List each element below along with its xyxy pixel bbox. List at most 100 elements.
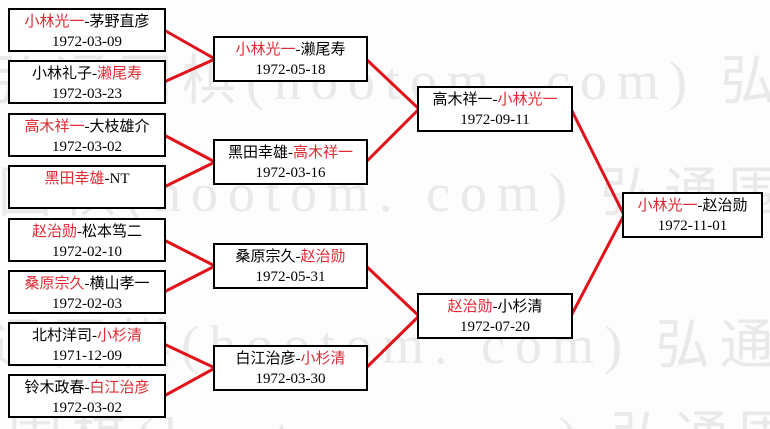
separator: -	[92, 66, 97, 82]
separator: -	[295, 249, 301, 265]
connector-line	[364, 264, 421, 318]
separator: -	[288, 145, 293, 161]
player-name: 赵治勋	[447, 299, 493, 315]
player-name: 小杉清	[97, 328, 143, 344]
match-date: 1972-05-31	[255, 269, 326, 285]
match-date: 1972-02-03	[52, 296, 122, 312]
match-names: 黑田幸雄-NT	[10, 169, 164, 189]
match-box-13: 赵治勋-小杉清 1972-07-20	[417, 293, 573, 339]
player-name: 小林光一	[235, 42, 296, 58]
separator: -	[697, 198, 703, 214]
player-name: 白江治彦	[235, 351, 296, 367]
player-name: 高木祥一	[24, 119, 85, 135]
separator: -	[295, 351, 301, 367]
match-date: 1972-03-02	[52, 400, 122, 416]
match-box-final: 小林光一-赵治勋 1972-11-01	[622, 192, 763, 238]
match-names: 高木祥一-小林光一	[419, 90, 571, 110]
player-name: 桑原宗久	[235, 249, 296, 265]
match-names: 桑原宗久-赵治勋	[215, 247, 366, 267]
player-name: 茅野直彦	[89, 14, 150, 30]
match-date: 1971-12-09	[52, 348, 122, 364]
connector-line	[163, 366, 216, 398]
watermark-text: 弘通围棋(hootom. com) 弘通围棋(hootom. com) 弘通围棋…	[0, 392, 770, 429]
match-box-10: 桑原宗久-赵治勋 1972-05-31	[213, 243, 368, 289]
match-date: 1972-03-23	[52, 86, 122, 102]
match-date: 1972-02-10	[52, 244, 122, 260]
player-name: 赵治勋	[31, 224, 77, 240]
player-name: 赵治勋	[702, 198, 748, 214]
match-names: 赵治勋-小杉清	[419, 297, 571, 317]
connector-line	[364, 107, 421, 164]
separator: -	[92, 328, 97, 344]
player-name: 白江治彦	[89, 380, 150, 396]
match-date: 1972-03-02	[52, 139, 122, 155]
match-names: 小林光一-濑尾寿	[215, 40, 366, 60]
player-name: 桑原宗久	[24, 276, 85, 292]
match-box-4: 赵治勋-松本笃二 1972-02-10	[8, 218, 166, 262]
separator: -	[84, 14, 90, 30]
match-date: 1972-07-20	[460, 319, 530, 335]
match-box-5: 桑原宗久-横山孝一 1972-02-03	[8, 270, 166, 314]
separator: -	[77, 224, 82, 240]
match-date: 1972-09-11	[460, 112, 530, 128]
match-names: 北村洋司-小杉清	[10, 326, 164, 346]
player-name: 高木祥一	[432, 92, 493, 108]
player-name: 赵治勋	[300, 249, 346, 265]
match-box-8: 小林光一-濑尾寿 1972-05-18	[213, 36, 368, 82]
connector-line	[569, 108, 626, 216]
player-name: 濑尾寿	[300, 42, 346, 58]
player-name: 北村洋司	[31, 328, 92, 344]
player-name: 小林礼子	[31, 66, 92, 82]
player-name: 小林光一	[637, 198, 698, 214]
connector-line	[163, 160, 216, 189]
connector-line	[163, 133, 216, 164]
connector-line	[163, 238, 216, 268]
player-name: 小杉清	[300, 351, 346, 367]
player-name: NT	[109, 171, 130, 187]
player-name: 小林光一	[497, 92, 558, 108]
match-box-12: 高木祥一-小林光一 1972-09-11	[417, 86, 573, 132]
match-date: 1972-03-16	[255, 165, 326, 181]
match-box-0: 小林光一-茅野直彦 1972-03-09	[8, 8, 166, 52]
match-names: 高木祥一-大枝雄介	[10, 117, 164, 137]
connector-line	[569, 214, 626, 317]
match-names: 铃木政春-白江治彦	[10, 378, 164, 398]
match-box-9: 黑田幸雄-高木祥一 1972-03-16	[213, 139, 368, 185]
match-date: 1972-05-18	[255, 62, 326, 78]
match-names: 黑田幸雄-高木祥一	[215, 143, 366, 163]
player-name: 黑田幸雄	[227, 145, 288, 161]
connector-line	[163, 264, 216, 294]
match-box-11: 白江治彦-小杉清 1972-03-30	[213, 345, 368, 391]
match-date: 1972-03-09	[52, 34, 122, 50]
connector-line	[364, 314, 421, 370]
match-names: 小林光一-赵治勋	[624, 196, 761, 216]
player-name: 小林光一	[24, 14, 85, 30]
connector-line	[163, 57, 216, 84]
match-date	[10, 189, 164, 209]
connector-line	[163, 28, 216, 61]
match-names: 赵治勋-松本笃二	[10, 222, 164, 242]
match-box-6: 北村洋司-小杉清 1971-12-09	[8, 322, 166, 366]
separator: -	[492, 299, 498, 315]
player-name: 黑田幸雄	[44, 171, 105, 187]
separator: -	[84, 119, 90, 135]
player-name: 高木祥一	[293, 145, 354, 161]
player-name: 铃木政春	[24, 380, 85, 396]
match-box-2: 高木祥一-大枝雄介 1972-03-02	[8, 113, 166, 157]
match-names: 桑原宗久-横山孝一	[10, 274, 164, 294]
match-box-7: 铃木政春-白江治彦 1972-03-02	[8, 374, 166, 418]
match-box-1: 小林礼子-濑尾寿 1972-03-23	[8, 60, 166, 104]
separator: -	[84, 276, 90, 292]
player-name: 松本笃二	[82, 224, 143, 240]
player-name: 大枝雄介	[89, 119, 150, 135]
connector-line	[163, 342, 216, 370]
match-names: 小林礼子-濑尾寿	[10, 64, 164, 84]
separator: -	[104, 171, 110, 187]
match-date: 1972-11-01	[657, 218, 728, 234]
player-name: 横山孝一	[89, 276, 150, 292]
match-names: 白江治彦-小杉清	[215, 349, 366, 369]
match-box-3: 黑田幸雄-NT	[8, 165, 166, 209]
match-date: 1972-03-30	[255, 371, 326, 387]
connector-line	[364, 57, 421, 111]
